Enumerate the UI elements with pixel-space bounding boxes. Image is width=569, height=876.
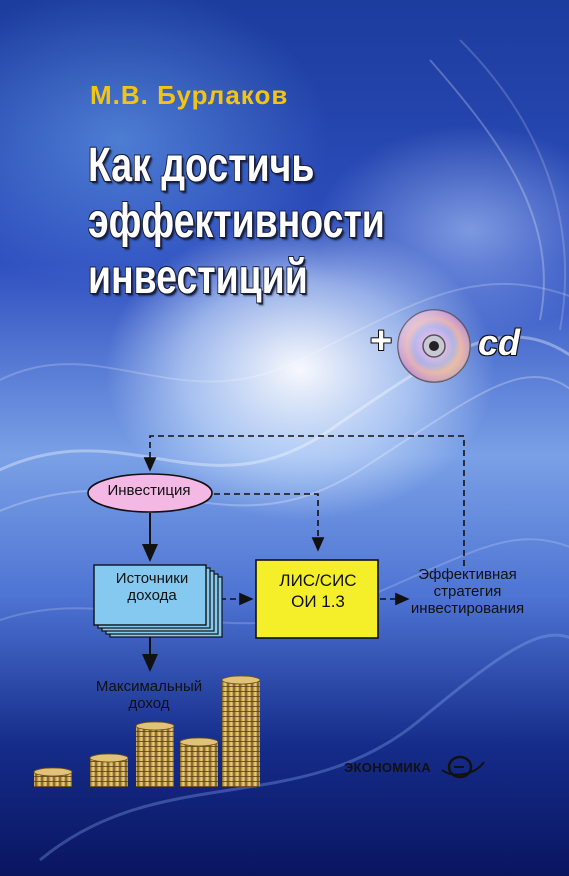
lis-label: ЛИС/СИС ОИ 1.3	[258, 570, 378, 612]
cd-disc-icon	[397, 309, 471, 383]
lis-node	[255, 559, 379, 639]
lis-line-1: ЛИС/СИС	[279, 571, 357, 590]
effective-line-3: инвестирования	[410, 600, 525, 617]
publisher-logo-icon	[441, 755, 485, 779]
cd-label: cd	[478, 322, 521, 363]
sources-line-2: дохода	[127, 587, 177, 604]
title-line-3: инвестиций	[88, 251, 308, 304]
investment-label: Инвестиция	[107, 482, 191, 499]
sources-node	[93, 564, 207, 626]
effective-line-1: Эффективная	[418, 566, 517, 583]
investment-node	[87, 473, 213, 513]
sources-label: Источники дохода	[94, 570, 210, 604]
title-line-1: Как достичь	[88, 139, 315, 192]
author-name: М.В. Бурлаков	[90, 80, 289, 110]
max-income-label: Максимальный доход	[80, 678, 218, 712]
title-line-2: эффективности	[88, 195, 385, 248]
plus-sign: +	[370, 320, 393, 362]
effective-line-2: стратегия	[433, 583, 502, 600]
publisher-name: ЭКОНОМИКА	[344, 760, 431, 775]
coin-stacks-image	[33, 675, 261, 787]
lis-line-2: ОИ 1.3	[291, 592, 345, 611]
sources-line-1: Источники	[115, 570, 189, 587]
max-line-2: доход	[128, 695, 170, 712]
effective-strategy-label: Эффективная стратегия инвестирования	[400, 566, 535, 617]
max-line-1: Максимальный	[95, 678, 203, 695]
